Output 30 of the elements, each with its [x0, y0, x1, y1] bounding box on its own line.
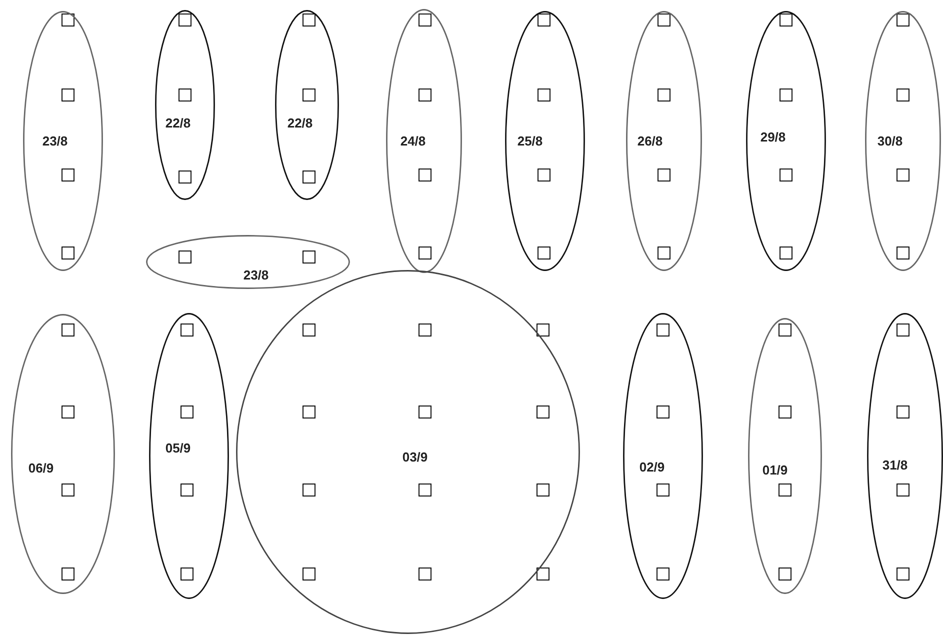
ellipse-outline: [505, 11, 585, 271]
date-label: 25/8: [517, 134, 543, 148]
ellipse-outline: [748, 318, 822, 594]
ellipse-outline: [623, 313, 703, 599]
date-label: 22/8: [165, 116, 191, 130]
date-label: 01/9: [762, 462, 788, 478]
date-label: 05/9: [165, 440, 191, 456]
date-label: 22/8: [287, 116, 313, 130]
ellipse-outline: [275, 10, 339, 200]
date-label: 29/8: [760, 130, 786, 144]
date-label: 26/8: [637, 134, 663, 148]
ellipse-outline: [155, 10, 215, 200]
ellipse-outline: [865, 11, 941, 271]
date-label: 24/8: [400, 134, 426, 148]
date-label: 02/9: [639, 460, 665, 474]
date-label: 23/8: [243, 268, 269, 282]
date-label: 23/8: [42, 134, 68, 148]
ellipse-outline: [149, 313, 229, 599]
date-label: 31/8: [882, 458, 908, 472]
date-label: 06/9: [28, 460, 54, 476]
ellipse-outline: [626, 11, 702, 271]
ellipse-outline: [23, 11, 103, 271]
ellipse-outline: [146, 235, 350, 289]
ellipse-outline: [11, 314, 115, 594]
ellipse-outline: [236, 270, 580, 634]
date-label: 03/9: [402, 450, 428, 464]
ellipse-outline: [746, 11, 826, 271]
date-label: 30/8: [877, 134, 903, 148]
ellipse-outline: [867, 313, 943, 599]
ellipse-outline: [386, 9, 462, 273]
